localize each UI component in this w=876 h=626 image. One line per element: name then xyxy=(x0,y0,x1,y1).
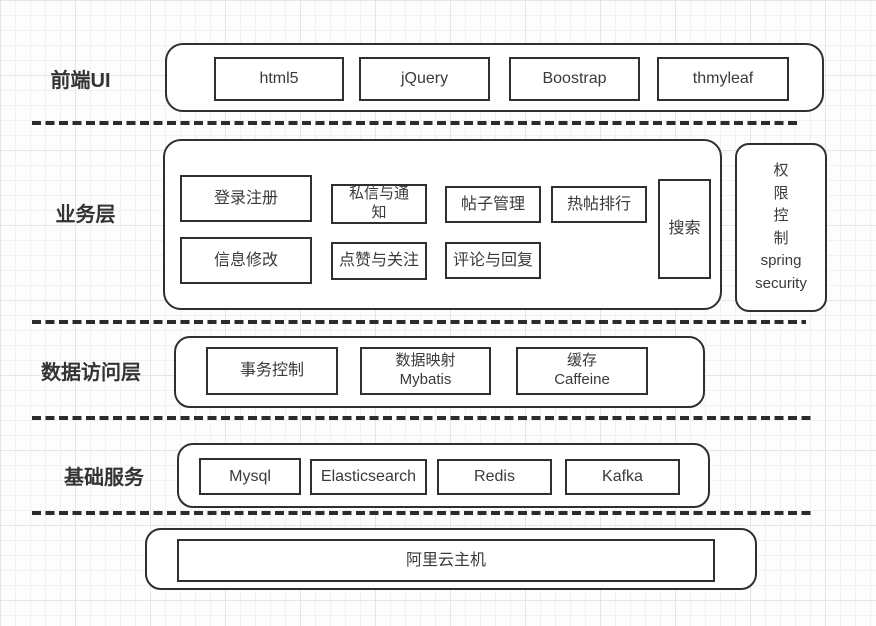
node-text-line: 权 xyxy=(773,162,789,179)
dashed-divider-4 xyxy=(32,511,815,515)
node-text-line: 数据映射 xyxy=(395,352,456,370)
node-text-line: Mybatis xyxy=(399,371,452,388)
node-like-follow: 点赞与关注 xyxy=(331,242,427,280)
dashed-divider-3 xyxy=(32,416,812,420)
node-text-line: 制 xyxy=(773,229,789,247)
container-infrastructure: Mysql Elasticsearch Redis Kafka xyxy=(177,443,710,508)
dashed-divider-2 xyxy=(32,320,806,324)
node-text-line: 缓存 xyxy=(566,352,597,370)
node-post-manage: 帖子管理 xyxy=(445,186,541,223)
node-search: 搜索 xyxy=(658,179,711,279)
node-transaction-control: 事务控制 xyxy=(206,347,338,395)
node-hot-post-rank: 热帖排行 xyxy=(551,186,647,223)
node-mysql: Mysql xyxy=(199,458,301,495)
layer-label-data-access: 数据访问层 xyxy=(41,362,141,384)
node-login-register: 登录注册 xyxy=(180,175,312,222)
node-jquery: jQuery xyxy=(359,57,490,101)
node-cache-caffeine: 缓存 Caffeine xyxy=(516,347,648,395)
node-text-line: security xyxy=(755,274,807,292)
node-private-message-notify: 私信与通 知 xyxy=(331,184,427,224)
node-thmyleaf: thmyleaf xyxy=(657,57,789,101)
node-kafka: Kafka xyxy=(565,459,680,495)
node-html5: html5 xyxy=(214,57,344,101)
node-elasticsearch: Elasticsearch xyxy=(310,459,427,495)
node-comment-reply: 评论与回复 xyxy=(445,242,541,279)
container-host: 阿里云主机 xyxy=(145,528,757,590)
node-boostrap: Boostrap xyxy=(509,57,640,101)
node-data-mapping-mybatis: 数据映射 Mybatis xyxy=(360,347,491,395)
node-text-line: 控 xyxy=(773,207,789,224)
layer-label-business: 业务层 xyxy=(55,204,116,226)
layer-label-frontend: 前端UI xyxy=(50,70,111,92)
container-frontend: html5 jQuery Boostrap thmyleaf xyxy=(165,43,824,112)
node-text-line: 知 xyxy=(371,204,387,221)
node-text-line: spring xyxy=(760,252,802,269)
container-business: 登录注册 私信与通 知 帖子管理 热帖排行 搜索 信息修改 点赞与关注 评论与回… xyxy=(163,139,722,310)
node-text-line: 限 xyxy=(773,184,789,202)
dashed-divider-1 xyxy=(32,121,800,125)
node-info-modify: 信息修改 xyxy=(180,237,312,284)
node-aliyun-host: 阿里云主机 xyxy=(177,539,715,582)
node-redis: Redis xyxy=(437,459,552,495)
layer-label-infrastructure: 基础服务 xyxy=(64,467,144,489)
node-auth-spring-security: 权 限 控 制 spring security xyxy=(735,143,827,312)
node-text-line: 私信与通 xyxy=(348,185,409,203)
container-data-access: 事务控制 数据映射 Mybatis 缓存 Caffeine xyxy=(174,336,705,408)
node-text-line: Caffeine xyxy=(554,371,610,388)
